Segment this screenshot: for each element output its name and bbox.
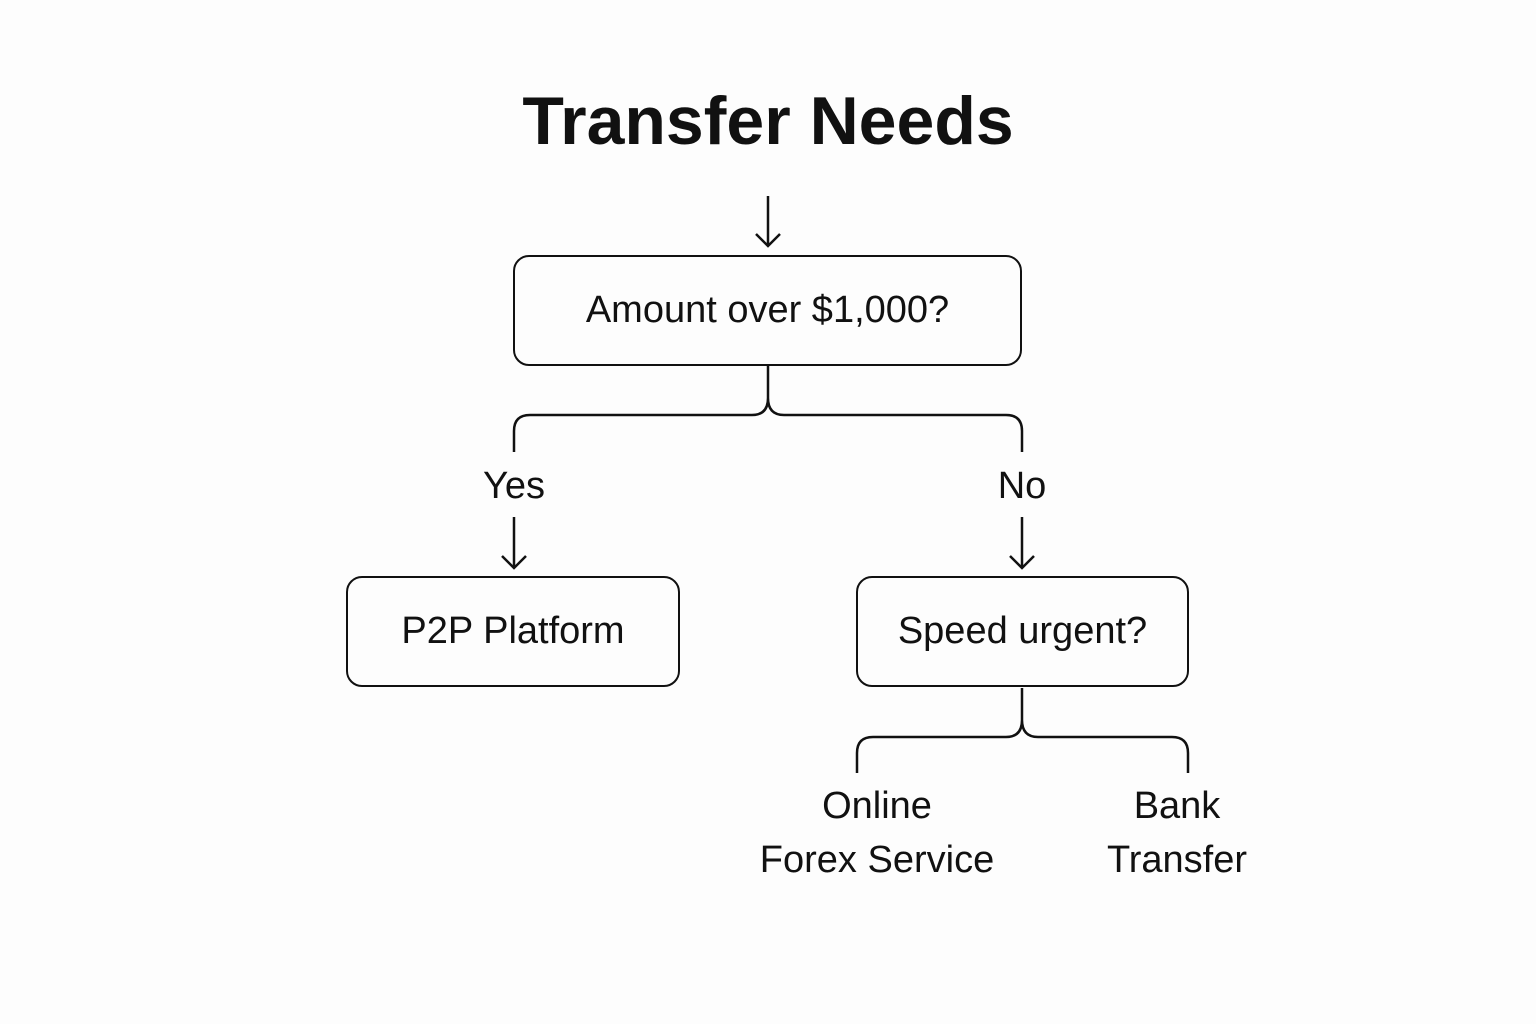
node-bank-transfer: Bank Transfer	[1077, 779, 1277, 887]
diagram-title: Transfer Needs	[522, 83, 1014, 159]
branch-amount	[512, 366, 1024, 452]
branch-speed	[855, 688, 1190, 773]
node-amount-over-1000: Amount over $1,000?	[513, 255, 1022, 366]
node-online-forex-service: Online Forex Service	[727, 779, 1027, 887]
arrow-yes	[501, 517, 527, 570]
bank-line1: Bank	[1133, 785, 1221, 827]
arrow-title-to-amount	[755, 196, 781, 248]
online-line1: Online	[822, 785, 932, 827]
bank-line2: Transfer	[1106, 839, 1248, 881]
node-p2p-platform: P2P Platform	[346, 576, 680, 687]
edge-label-yes: Yes	[483, 465, 545, 507]
online-line2: Forex Service	[759, 839, 995, 881]
edge-label-no: No	[997, 465, 1047, 507]
arrow-no	[1009, 517, 1035, 570]
node-speed-urgent: Speed urgent?	[856, 576, 1189, 687]
